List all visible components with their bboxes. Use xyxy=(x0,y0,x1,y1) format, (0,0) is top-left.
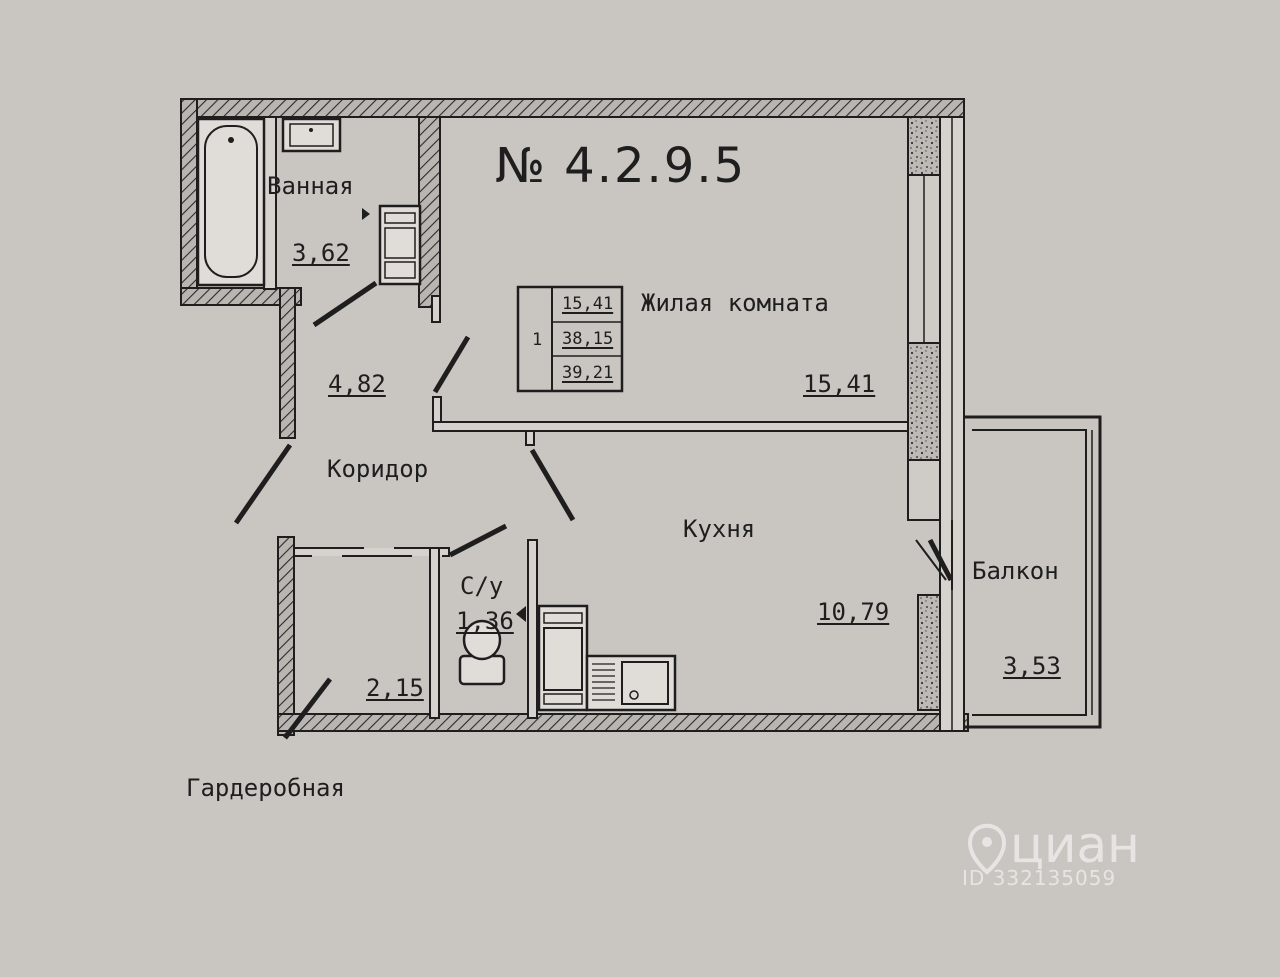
toilet-area: 1,36 xyxy=(456,607,514,635)
kitchen-sink-icon xyxy=(585,654,677,712)
plan-number-title: № 4.2.9.5 xyxy=(495,138,747,194)
bathtub-icon xyxy=(196,117,266,287)
bathroom-area: 3,62 xyxy=(292,239,350,267)
toilet-icon xyxy=(458,606,526,686)
wardrobe-area: 2,15 xyxy=(366,674,424,702)
corridor-label: Коридор xyxy=(327,455,429,483)
table-living-area: 15,41 xyxy=(562,294,614,314)
washing-machine-icon xyxy=(362,204,422,286)
table-total-area: 38,15 xyxy=(562,329,614,349)
stove-icon xyxy=(537,604,589,712)
kitchen-area: 10,79 xyxy=(817,598,890,626)
corridor-area: 4,82 xyxy=(328,370,386,398)
balcony-outline xyxy=(964,415,1102,729)
balcony-area: 3,53 xyxy=(1003,652,1061,680)
table-total-with-balcony: 39,21 xyxy=(562,363,614,383)
right-wall-with-window xyxy=(907,116,965,732)
interior-walls xyxy=(263,116,909,719)
watermark-listing-id: ID 332135059 xyxy=(962,866,1117,890)
summary-table-grid xyxy=(516,285,624,393)
table-rooms-count: 1 xyxy=(532,330,543,350)
balcony-label: Балкон xyxy=(972,557,1059,585)
bathroom-label: Ванная xyxy=(267,172,354,200)
watermark-logo: циан xyxy=(1010,816,1140,874)
living-room-label: Жилая комната xyxy=(641,289,829,317)
kitchen-label: Кухня xyxy=(683,515,756,543)
living-room-area: 15,41 xyxy=(803,370,876,398)
toilet-label: С/у xyxy=(460,572,504,600)
wardrobe-label: Гардеробная xyxy=(186,774,345,802)
sink-icon xyxy=(281,117,342,153)
watermark-location-pin-icon xyxy=(967,823,1007,875)
door-swings xyxy=(233,280,954,740)
